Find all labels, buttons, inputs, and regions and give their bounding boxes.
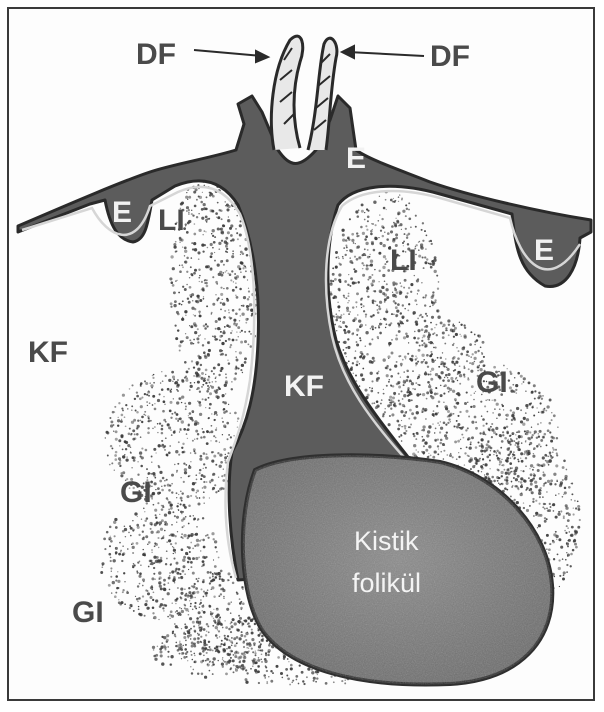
epithelium-inner-lining	[22, 187, 254, 578]
label-cyst-line1: Kistik	[354, 526, 419, 556]
label-gi-right: GI	[476, 366, 508, 399]
label-kf-left: KF	[28, 336, 68, 369]
label-gi-left-mid: GI	[120, 476, 152, 509]
dental-follicle-structures	[271, 36, 337, 150]
label-e-left: E	[112, 196, 132, 229]
label-e-top: E	[346, 142, 366, 175]
label-li-right: LI	[390, 244, 417, 277]
label-cyst-line2: folikül	[352, 568, 421, 598]
label-e-right: E	[534, 234, 554, 267]
label-df-left: DF	[136, 38, 176, 71]
label-gi-left-low: GI	[72, 596, 104, 629]
df-arrows	[194, 46, 424, 62]
label-df-right: DF	[430, 40, 470, 73]
label-kf-center: KF	[284, 370, 324, 403]
label-li-left: LI	[158, 204, 185, 237]
